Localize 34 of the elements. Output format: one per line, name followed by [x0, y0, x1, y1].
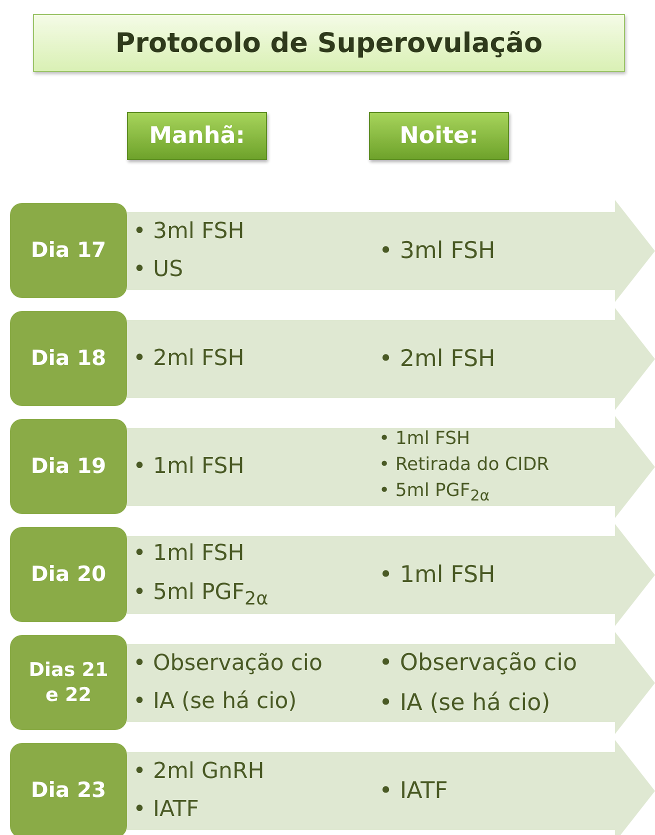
title-banner: Protocolo de Superovulação: [33, 14, 625, 72]
bullet-item: • 5ml PGF$_{2α}$: [133, 578, 270, 611]
day-box: Dias 21 e 22: [10, 635, 127, 730]
bullet-item: • Observação cio: [379, 648, 578, 678]
bullet-item: • 5ml PGF$_{2α}$: [379, 479, 491, 508]
arrow-band: [127, 200, 655, 302]
column-header: Manhã:: [127, 112, 267, 160]
bullet-item: • IATF: [379, 776, 449, 806]
day-box: Dia 20: [10, 527, 127, 622]
bullet-item: • 1ml FSH: [379, 427, 472, 452]
column-header: Noite:: [369, 112, 509, 160]
bullet-item: • 3ml FSH: [133, 218, 246, 246]
arrow-band: [127, 632, 655, 734]
bullet-item: • 3ml FSH: [379, 236, 496, 266]
bullet-item: • 2ml FSH: [379, 344, 496, 374]
bullet-item: • 2ml FSH: [133, 344, 246, 373]
arrow-band: [127, 416, 655, 518]
day-box: Dia 19: [10, 419, 127, 514]
bullet-item: • US: [133, 256, 184, 284]
bullet-item: • IATF: [133, 796, 200, 824]
bullet-item: • 1ml FSH: [379, 560, 496, 590]
bullet-item: • IA (se há cio): [133, 688, 298, 716]
bullet-item: • 1ml FSH: [133, 540, 246, 568]
bullet-item: • 2ml GnRH: [133, 758, 266, 786]
day-box: Dia 18: [10, 311, 127, 406]
day-box: Dia 17: [10, 203, 127, 298]
arrow-band: [127, 524, 655, 626]
day-box: Dia 23: [10, 743, 127, 835]
bullet-item: • Observação cio: [133, 650, 324, 678]
bullet-item: • IA (se há cio): [379, 689, 552, 718]
arrow-band: [127, 308, 655, 410]
bullet-item: • 1ml FSH: [133, 452, 246, 481]
bullet-item: • Retirada do CIDR: [379, 453, 550, 478]
arrow-band: [127, 740, 655, 835]
